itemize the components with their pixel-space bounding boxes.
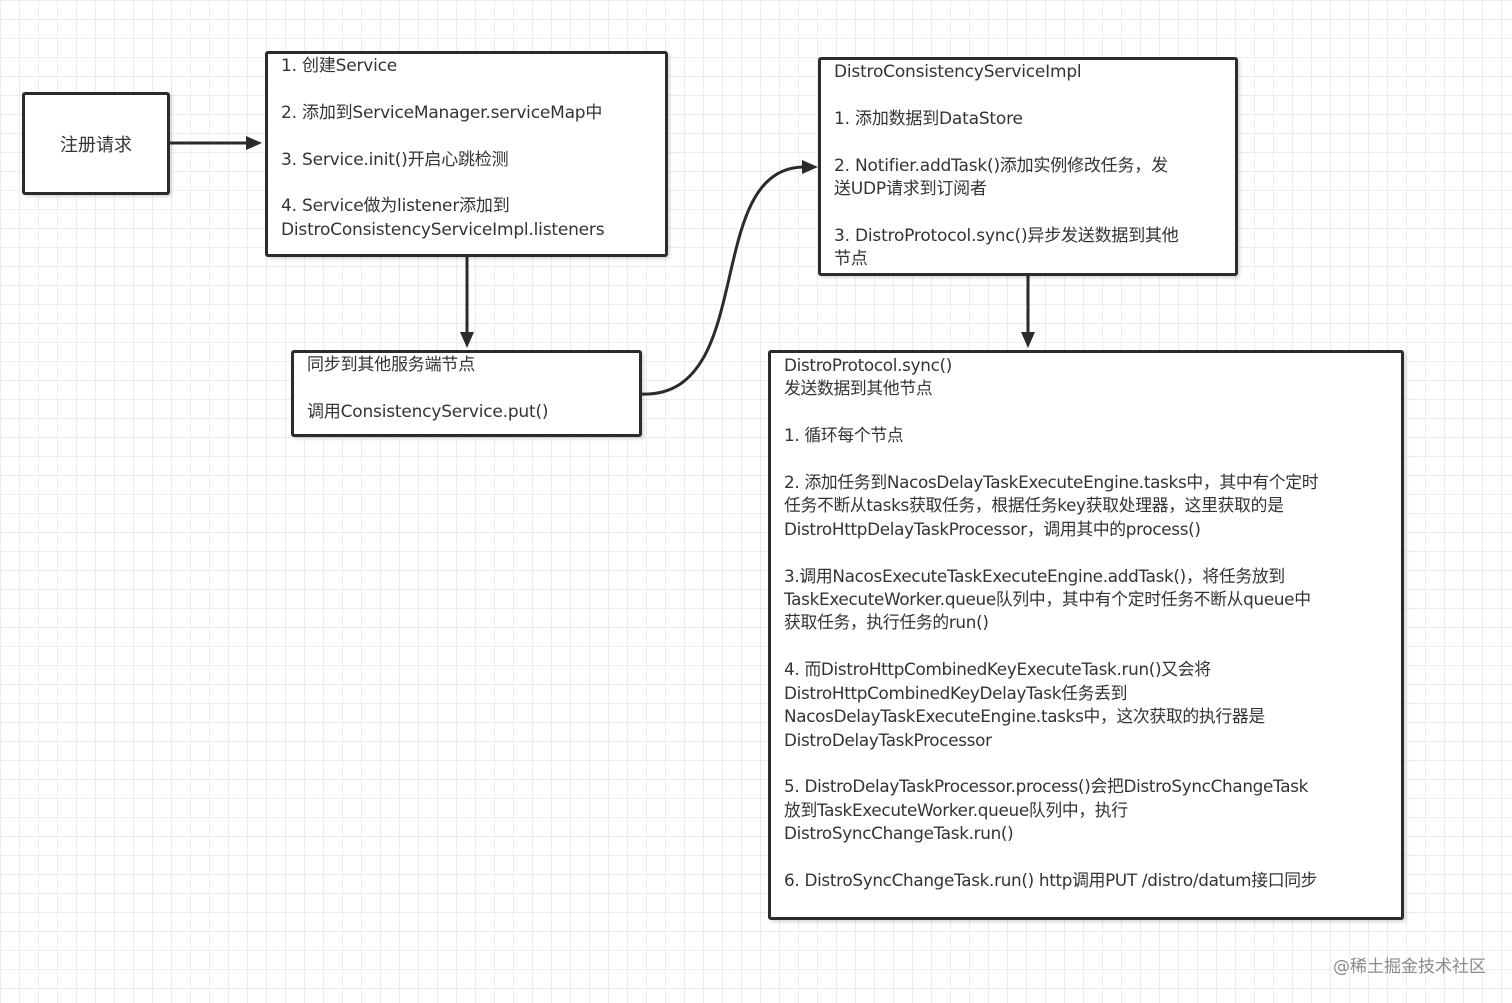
distro-sync-node[interactable]: DistroProtocol.sync() 发送数据到其他节点 1. 循环每个节… [768,350,1404,920]
distro-impl-text: DistroConsistencyServiceImpl 1. 添加数据到Dat… [834,62,1179,270]
create-service-text: 1. 创建Service 2. 添加到ServiceManager.servic… [281,56,605,240]
edge-create-service-to-sync-nodes [460,256,474,348]
register-request-node[interactable]: 注册请求 [22,92,170,195]
distro-impl-node[interactable]: DistroConsistencyServiceImpl 1. 添加数据到Dat… [818,57,1238,276]
distro-sync-text: DistroProtocol.sync() 发送数据到其他节点 1. 循环每个节… [784,355,1319,890]
edge-distro-impl-to-distro-sync [1021,274,1035,348]
sync-nodes-node[interactable]: 同步到其他服务端节点 调用ConsistencyService.put() [291,350,642,437]
watermark-text: @稀土掘金技术社区 [1333,957,1486,977]
edge-register-to-create-service [168,136,262,150]
register-request-label: 注册请求 [60,134,132,156]
create-service-node[interactable]: 1. 创建Service 2. 添加到ServiceManager.servic… [265,51,668,257]
sync-nodes-text: 同步到其他服务端节点 调用ConsistencyService.put() [307,355,549,422]
